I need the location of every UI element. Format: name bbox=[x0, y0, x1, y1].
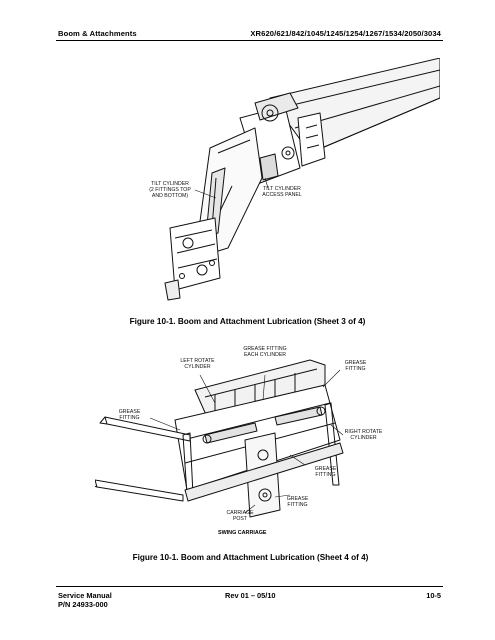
footer-manual-title: Service Manual bbox=[58, 591, 112, 600]
callout-tilt-cylinder: TILT CYLINDER (2 FITTINGS TOP AND BOTTOM… bbox=[149, 181, 191, 199]
swing-carriage-label: SWING CARRIAGE bbox=[218, 530, 267, 536]
boom-illustration bbox=[120, 58, 440, 308]
footer-revision: Rev 01 – 05/10 bbox=[225, 591, 276, 600]
callout-tilt-access-panel: TILT CYLINDER ACCESS PANEL bbox=[262, 186, 302, 198]
footer-manual-info: Service Manual P/N 24933-000 bbox=[58, 591, 112, 609]
header-section-title: Boom & Attachments bbox=[58, 29, 137, 38]
callout-grease-fitting-bottom: GREASE FITTING bbox=[286, 496, 309, 508]
header-rule bbox=[56, 40, 443, 41]
swing-carriage-illustration bbox=[95, 345, 395, 545]
figure-caption-sheet-4: Figure 10-1. Boom and Attachment Lubrica… bbox=[132, 553, 369, 562]
callout-grease-each-cylinder: GREASE FITTING EACH CYLINDER bbox=[243, 346, 287, 358]
footer-part-number: P/N 24933-000 bbox=[58, 600, 108, 609]
callout-grease-fitting-right-low: GREASE FITTING bbox=[314, 466, 337, 478]
figure-caption-sheet-3: Figure 10-1. Boom and Attachment Lubrica… bbox=[129, 317, 366, 326]
callout-grease-fitting-left: GREASE FITTING bbox=[118, 409, 141, 421]
callout-right-rotate-cylinder: RIGHT ROTATE CYLINDER bbox=[344, 429, 383, 441]
callout-carriage-post: CARRIAGE POST bbox=[226, 510, 254, 522]
header-model-list: XR620/621/842/1045/1245/1254/1267/1534/2… bbox=[250, 29, 441, 38]
callout-left-rotate-cylinder: LEFT ROTATE CYLINDER bbox=[180, 358, 215, 370]
footer-rule bbox=[56, 586, 443, 587]
callout-grease-fitting-top-right: GREASE FITTING bbox=[344, 360, 367, 372]
footer-page-number: 10-5 bbox=[426, 591, 441, 600]
